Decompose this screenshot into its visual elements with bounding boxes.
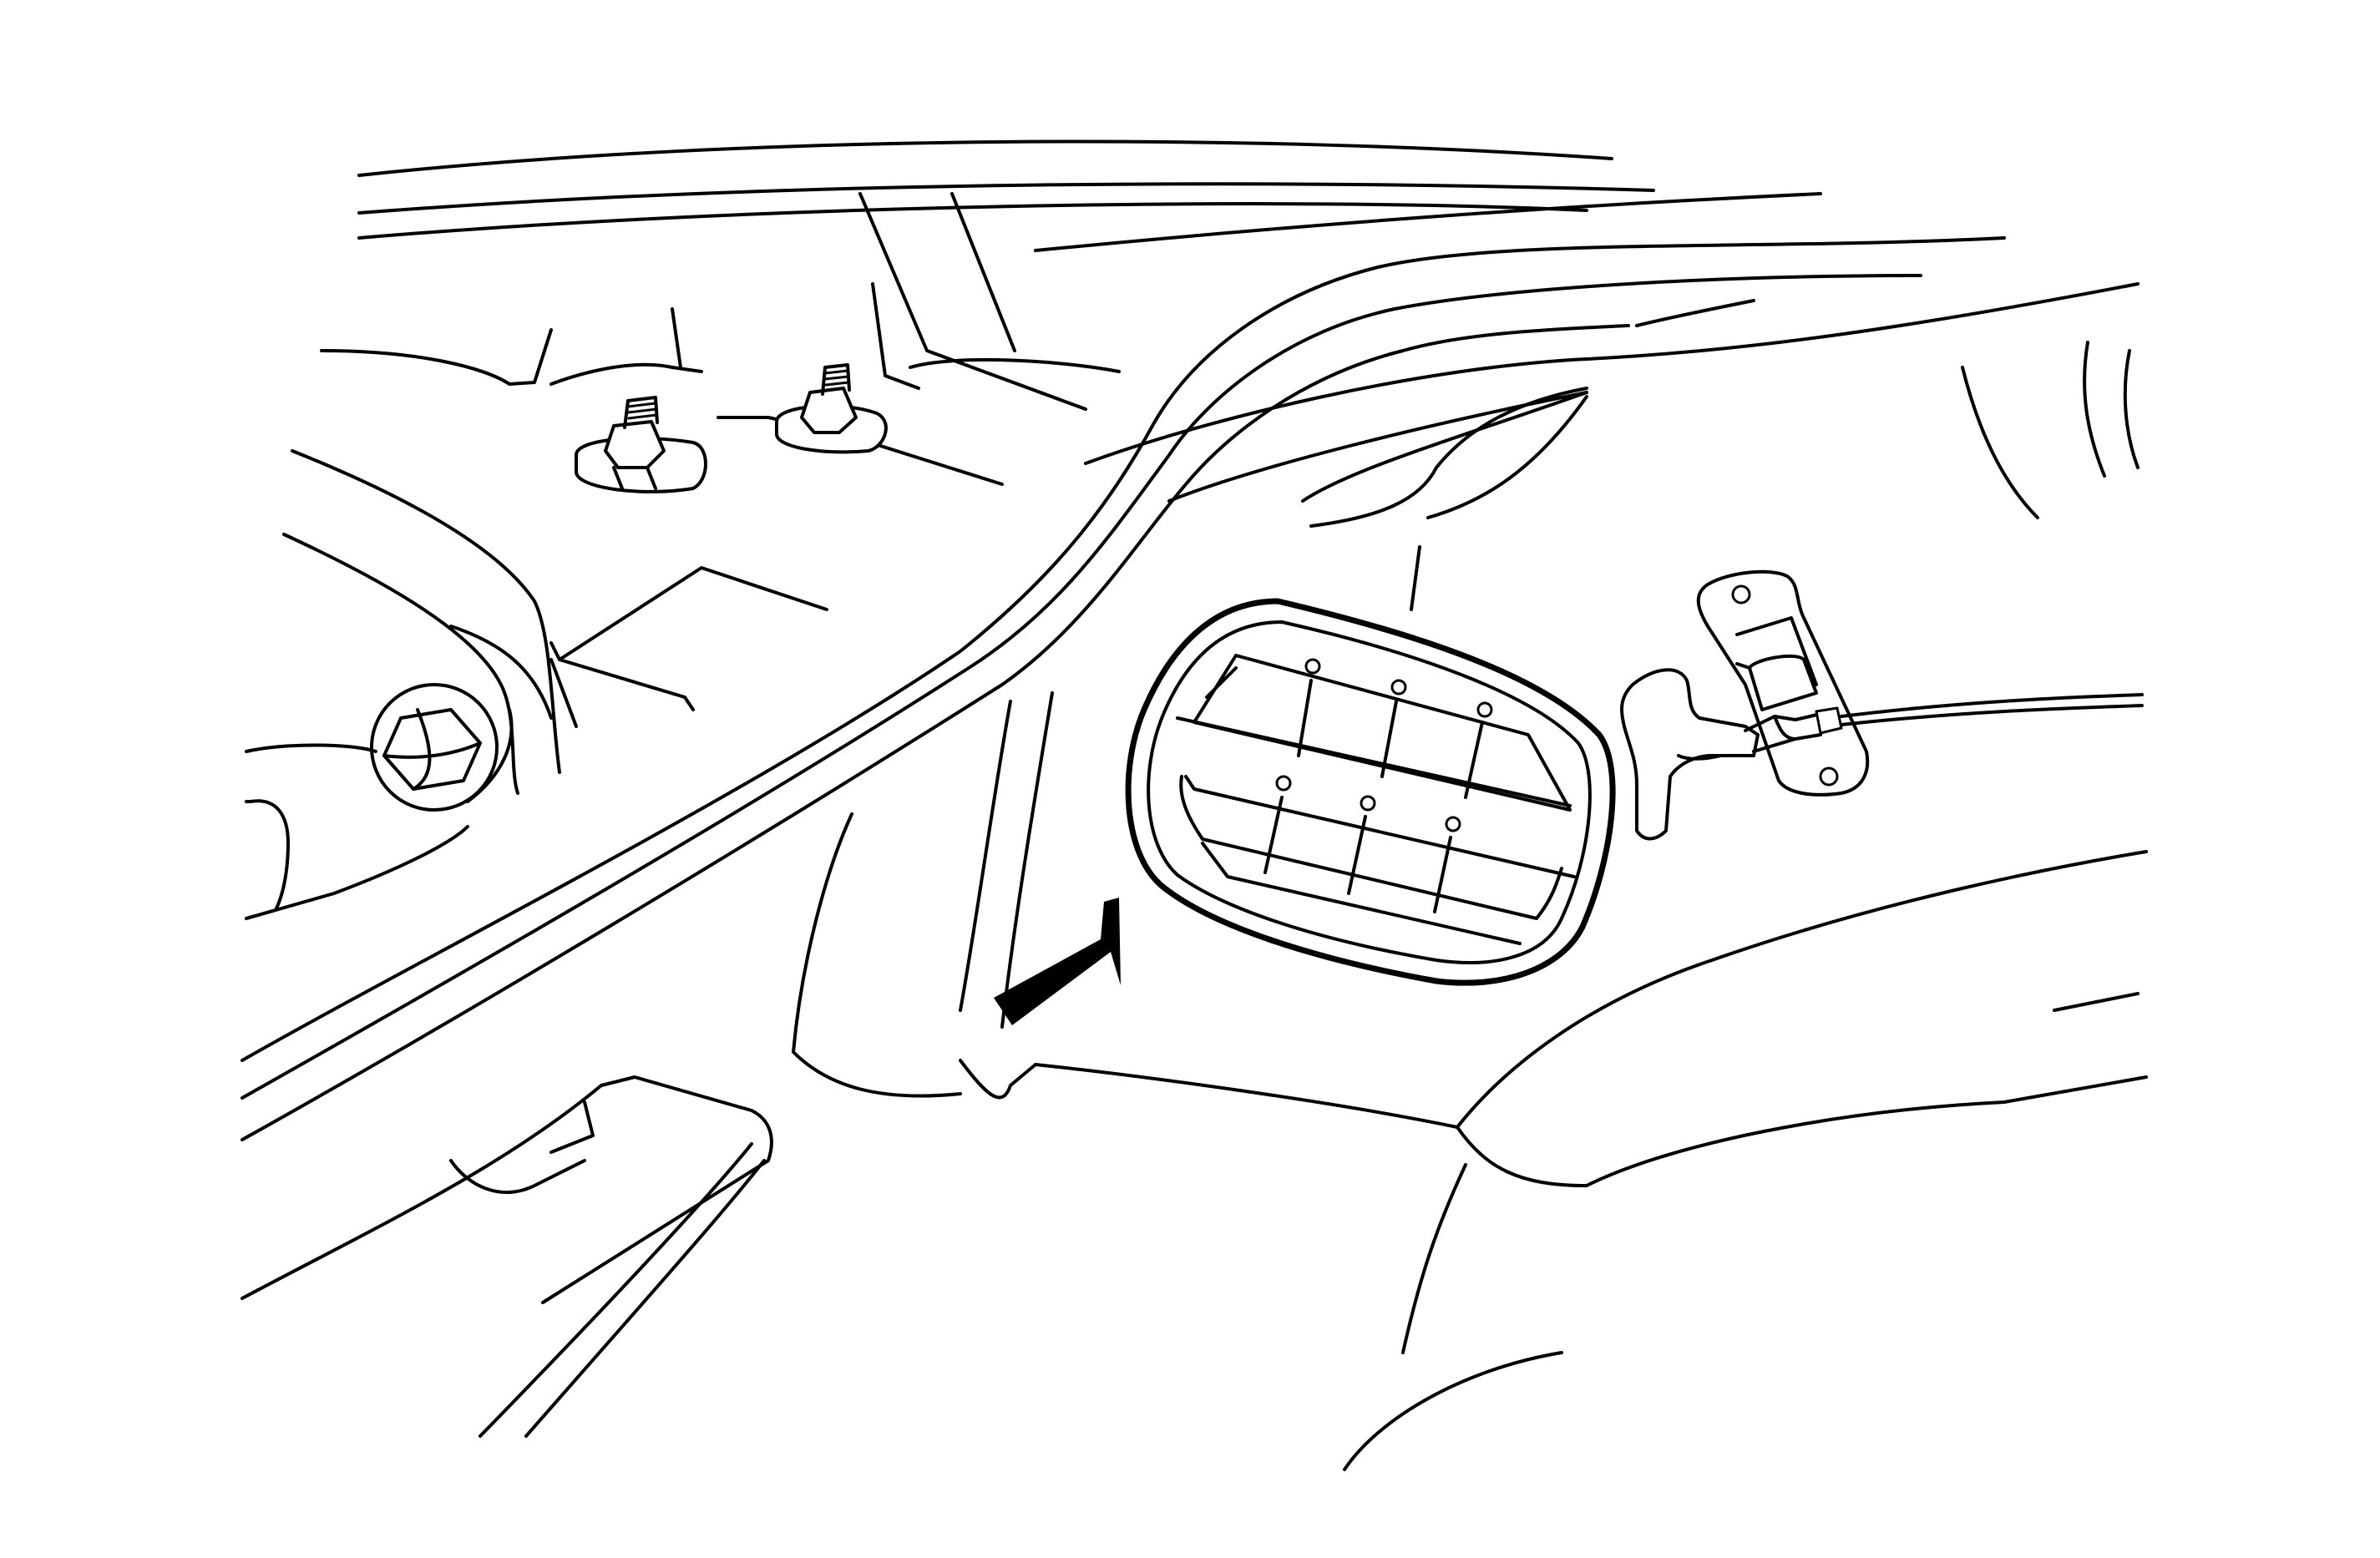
release-cable — [1744, 693, 2144, 753]
arrow-icon — [994, 898, 1121, 1025]
threaded-stud-right — [775, 363, 888, 454]
latch-window — [1748, 654, 1818, 711]
floor-panel-lines — [792, 691, 2148, 1471]
vent-ribs-upper — [1297, 658, 1493, 799]
rear-panel-lines — [1084, 282, 2139, 1012]
roof-panel-lines — [357, 139, 1822, 252]
vent-inner-frame — [1147, 620, 1592, 964]
hex-bolt-icon — [370, 683, 499, 812]
stud-nut-right — [800, 387, 858, 434]
b-pillar-lines — [282, 192, 1121, 795]
lower-left-structure — [245, 708, 514, 920]
crossmember-beam — [241, 236, 2006, 1141]
vent-ribs-lower — [1263, 775, 1461, 913]
stud-nut-left — [604, 420, 666, 469]
threaded-stud-left — [575, 396, 707, 493]
vent-outer-frame — [1125, 598, 1616, 986]
console-block-lines — [449, 566, 828, 728]
t-handle-icon — [1620, 668, 1760, 841]
pressure-relief-vent-icon — [1125, 598, 1616, 986]
release-latch-icon — [1696, 569, 1870, 797]
lower-floor-left — [241, 1075, 773, 1438]
